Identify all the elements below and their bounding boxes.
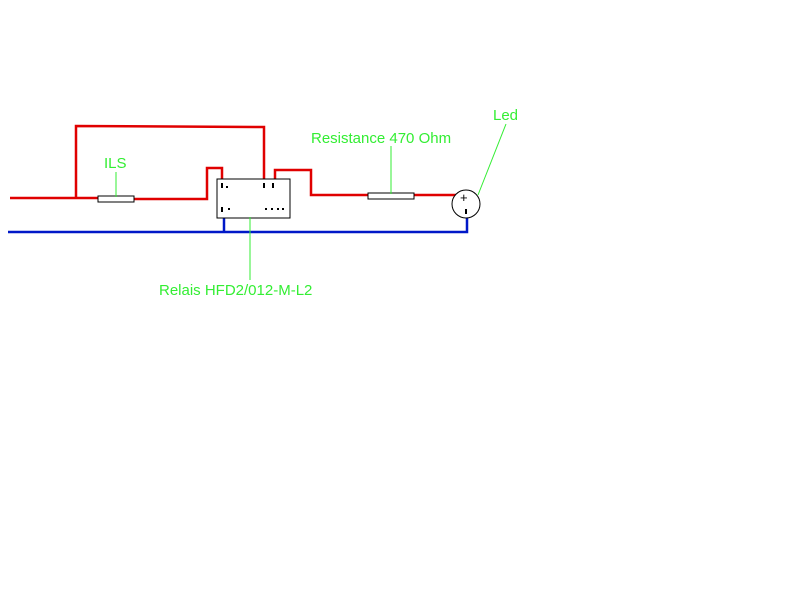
resistor-label: Resistance 470 Ohm: [311, 130, 451, 147]
ils-label: ILS: [104, 155, 127, 172]
led-leader: [477, 123, 507, 196]
led-label: Led: [493, 107, 518, 124]
led-body: [451, 189, 481, 219]
relay-pins: [221, 183, 284, 212]
relay-label: Relais HFD2/012-M-L2: [159, 282, 312, 299]
led: +: [451, 189, 481, 219]
led-polarity-mark: +: [460, 190, 468, 205]
positive-wire: [10, 124, 464, 201]
relay-body: [216, 178, 291, 219]
led-cathode-pin: [465, 209, 467, 214]
relay: [216, 178, 291, 219]
leader-lines: [115, 123, 507, 280]
